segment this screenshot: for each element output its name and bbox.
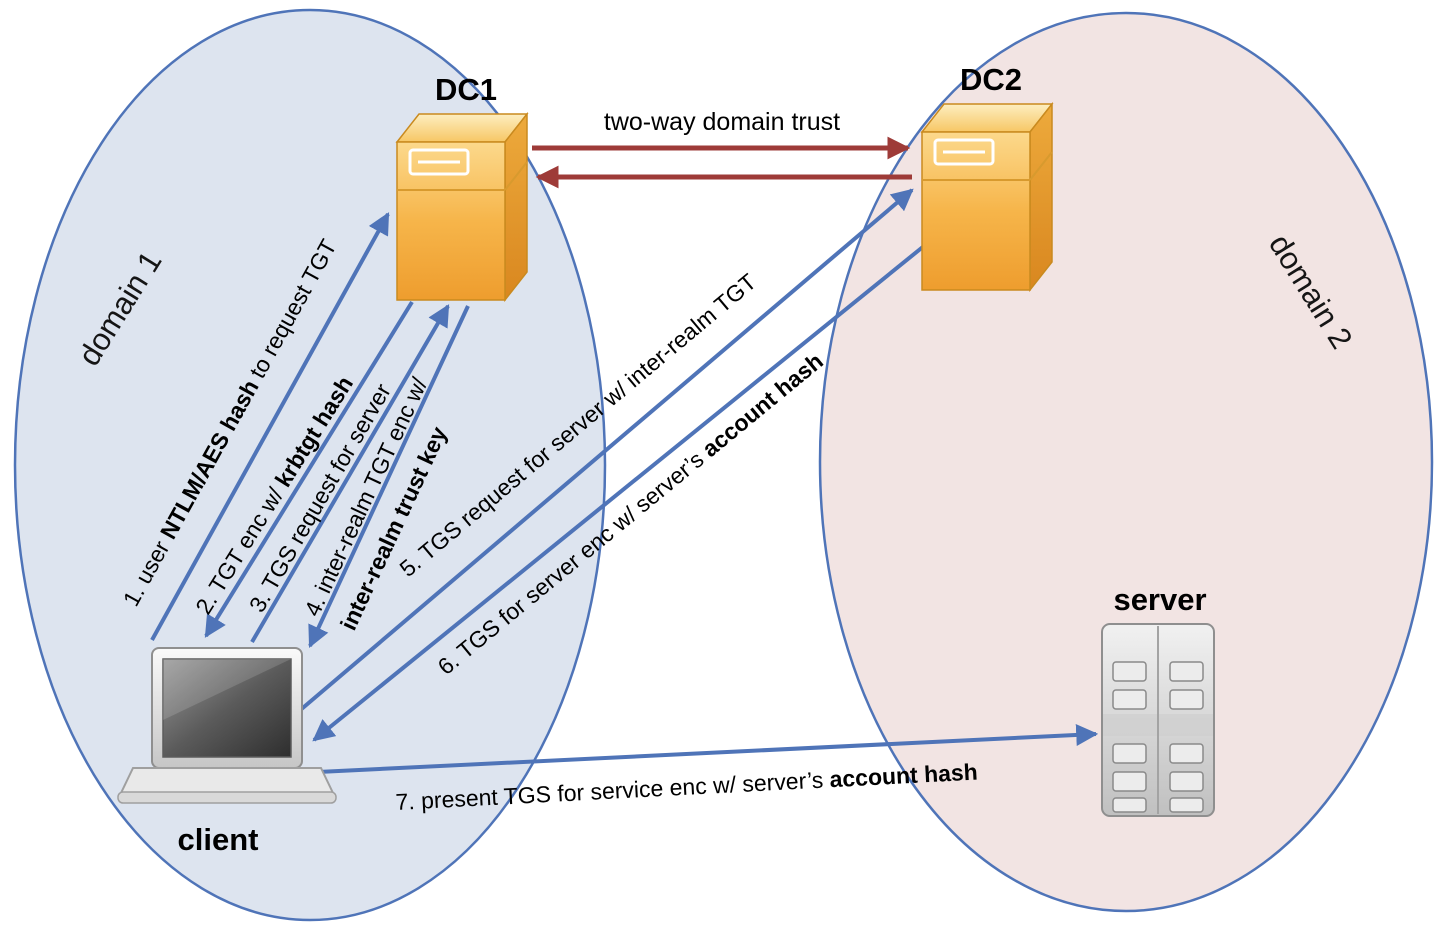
server-vent — [1112, 771, 1147, 792]
edge-4-line — [308, 305, 470, 648]
dc1-icon-side — [504, 111, 528, 303]
client-screen-glare — [163, 659, 291, 720]
dc1-node: DC1 — [395, 72, 529, 303]
server-vent — [1112, 797, 1147, 813]
dc1-label: DC1 — [435, 72, 497, 107]
server-vent — [1169, 689, 1204, 710]
dc2-icon-front — [921, 131, 1031, 291]
edge-6-line — [312, 244, 926, 742]
dc1-slot-icon — [408, 148, 470, 176]
edge-5-line — [296, 188, 914, 714]
server-node: server — [1101, 582, 1215, 817]
client-node: client — [117, 647, 337, 857]
dc2-slot-icon — [933, 138, 995, 166]
server-vent — [1169, 743, 1204, 764]
client-laptop-screen — [162, 658, 292, 758]
dc2-label: DC2 — [960, 62, 1022, 97]
edge-1-line — [150, 212, 390, 641]
dc2-node: DC2 — [920, 62, 1054, 293]
dc2-icon-seam-side — [1029, 151, 1053, 181]
client-laptop-base — [119, 767, 335, 794]
server-vent — [1169, 661, 1204, 682]
server-vent — [1169, 797, 1204, 813]
server-vent — [1169, 771, 1204, 792]
edge-3-line — [250, 304, 450, 644]
trust-label: two-way domain trust — [604, 108, 840, 136]
server-label: server — [1113, 582, 1206, 617]
dc1-icon-front — [396, 141, 506, 301]
edge-7-line — [317, 723, 1099, 774]
server-vent — [1112, 689, 1147, 710]
server-vent — [1112, 743, 1147, 764]
server-vent — [1112, 661, 1147, 682]
dc1-icon-seam-side — [504, 161, 528, 191]
client-laptop-base-edge — [117, 791, 337, 804]
client-label: client — [178, 822, 259, 857]
dc2-icon-side — [1029, 101, 1053, 293]
edge-2-line — [204, 300, 414, 638]
